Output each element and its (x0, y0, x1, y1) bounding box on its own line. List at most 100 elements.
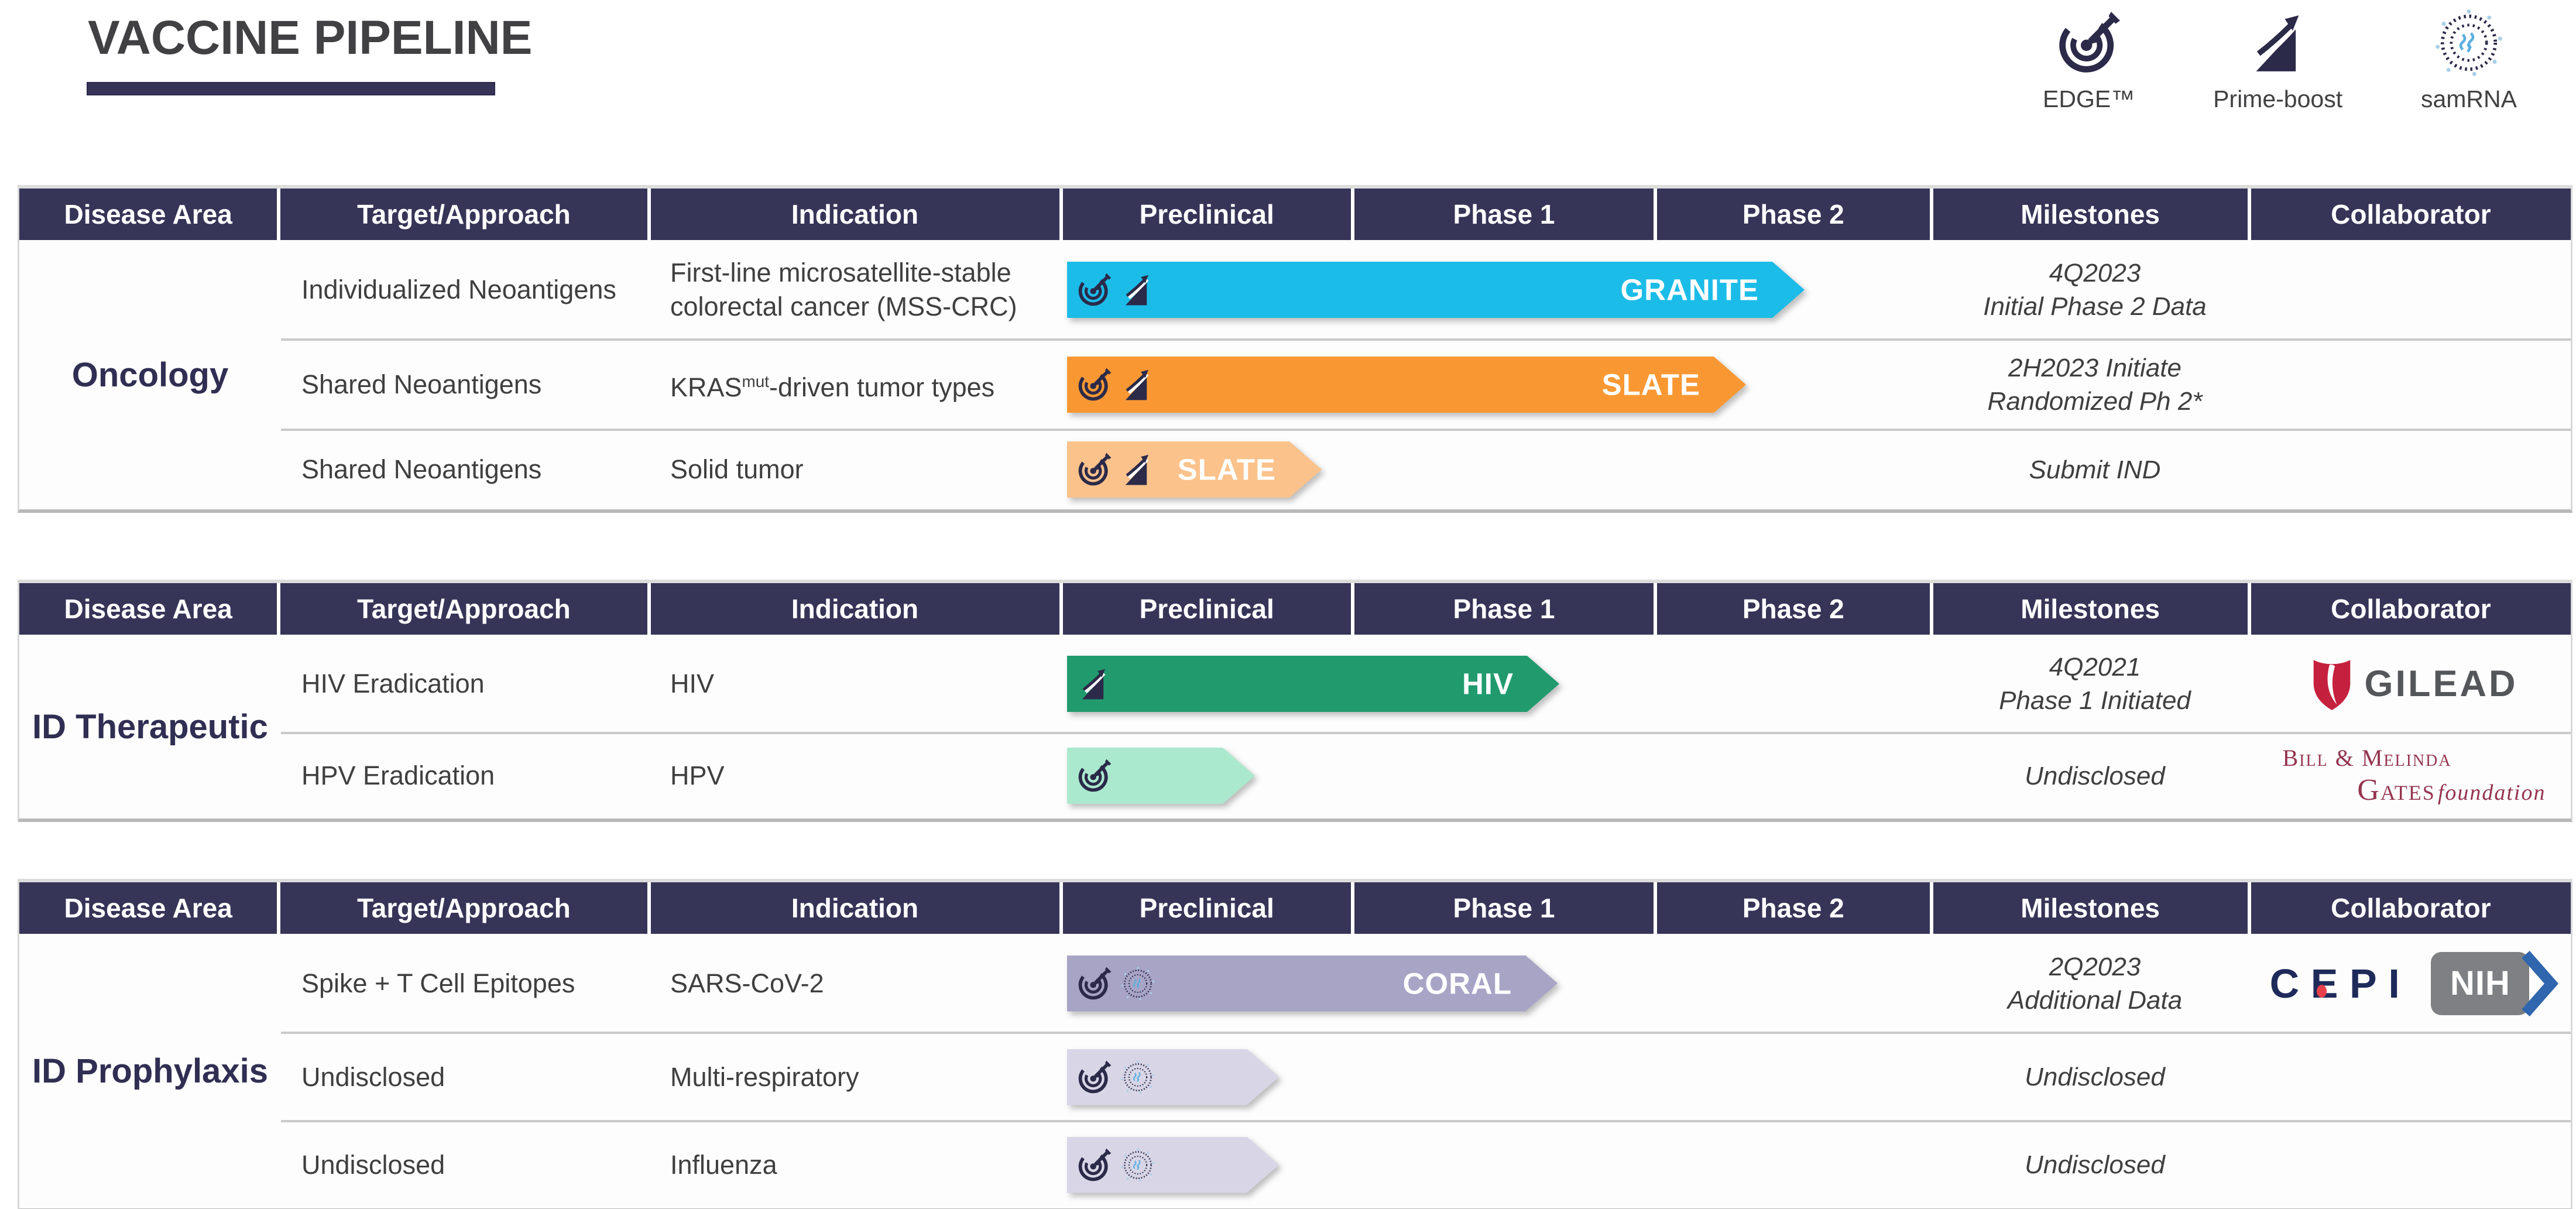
table-row: Undisclosed Influenza Undisclosed (19, 1120, 2571, 1208)
prime-boost-icon (2248, 10, 2309, 76)
prime-boost-icon (1121, 367, 1154, 403)
table-row: HPV Eradication HPV Undisclosed Bill & M… (19, 732, 2574, 818)
table-row: Spike + T Cell Epitopes SARS-CoV-2 CORAL… (19, 934, 2571, 1033)
column-header-phase-1: Phase 1 (1354, 583, 1658, 635)
target-cell: HPV Eradication (301, 761, 495, 790)
target-cell: Undisclosed (301, 1149, 445, 1180)
column-header-milestones: Milestones (1933, 882, 2251, 934)
gilead-logo: GILEAD (2310, 656, 2517, 712)
samrna-icon (1121, 967, 1155, 1001)
collaborator-cell: Bill & Melinda Gates foundation (2254, 733, 2574, 818)
pipeline-bar-slate-preclinical: SLATE (1067, 441, 1322, 498)
edge-icon (1078, 1148, 1112, 1182)
gates-foundation-logo: Bill & Melinda Gates foundation (2282, 745, 2546, 807)
column-header-milestones: Milestones (1933, 583, 2251, 635)
legend-label: samRNA (2420, 85, 2517, 112)
program-label: SLATE (1177, 453, 1276, 487)
target-cell: Shared Neoantigens (301, 454, 542, 484)
indication-cell: HPV (670, 761, 725, 790)
column-header-phase-2: Phase 2 (1657, 882, 1933, 934)
samrna-icon (1121, 1060, 1155, 1094)
indication-cell: First-line microsatellite-stable colorec… (670, 258, 1017, 321)
pipeline-bar-granite: GRANITE (1067, 262, 1805, 318)
column-header-collaborator: Collaborator (2251, 189, 2571, 240)
pipeline-bar-hiv: HIV (1067, 656, 1559, 712)
column-header-disease-area: Disease Area (19, 189, 281, 240)
pipeline-bar-hpv (1067, 748, 1255, 804)
column-header-preclinical: Preclinical (1062, 583, 1354, 635)
prime-boost-icon (1078, 666, 1110, 702)
column-header-target-approach: Target/Approach (280, 583, 651, 635)
pipeline-bar-slate: SLATE (1067, 357, 1746, 413)
target-cell: Shared Neoantigens (301, 369, 542, 399)
target-cell: Spike + T Cell Epitopes (301, 968, 575, 998)
pipeline-bar-preclinical (1067, 1137, 1279, 1193)
table-header: Disease Area Target/Approach Indication … (19, 583, 2571, 635)
column-header-target-approach: Target/Approach (280, 189, 651, 240)
column-header-preclinical: Preclinical (1062, 882, 1354, 934)
indication-cell: Multi-respiratory (670, 1061, 859, 1092)
platform-legend: EDGE™ Prime-boost samRNA (2043, 8, 2517, 113)
prime-boost-icon (1121, 451, 1154, 488)
column-header-disease-area: Disease Area (19, 882, 281, 934)
edge-icon (2057, 11, 2121, 74)
column-header-phase-1: Phase 1 (1354, 189, 1658, 240)
gilead-shield-icon (2310, 656, 2354, 712)
indication-cell: HIV (670, 669, 715, 698)
table-header: Disease Area Target/Approach Indication … (19, 882, 2571, 934)
column-header-phase-1: Phase 1 (1354, 882, 1658, 934)
samrna-icon (2435, 9, 2503, 77)
legend-item-samrna: samRNA (2421, 8, 2517, 113)
column-header-milestones: Milestones (1933, 189, 2251, 240)
id-prophylaxis-table: Disease Area Target/Approach Indication … (18, 879, 2572, 1209)
samrna-icon (1121, 1148, 1155, 1182)
program-label: GRANITE (1620, 273, 1759, 307)
target-cell: Undisclosed (301, 1061, 445, 1092)
indication-cell: Influenza (670, 1149, 777, 1180)
program-label: HIV (1462, 667, 1514, 701)
nih-chevron-icon (2521, 951, 2558, 1016)
column-header-phase-2: Phase 2 (1657, 583, 1933, 635)
target-cell: HIV Eradication (301, 669, 485, 698)
pipeline-bar-preclinical (1067, 1049, 1279, 1105)
column-header-preclinical: Preclinical (1062, 189, 1354, 240)
disease-area-label: ID Prophylaxis (32, 1052, 268, 1090)
column-header-indication: Indication (650, 583, 1063, 635)
column-header-indication: Indication (650, 882, 1063, 934)
cepi-logo: CEPI (2269, 960, 2412, 1006)
column-header-target-approach: Target/Approach (280, 882, 651, 934)
edge-icon (1078, 453, 1112, 487)
column-header-indication: Indication (650, 189, 1063, 240)
title-underline (87, 82, 495, 95)
program-label: SLATE (1601, 368, 1700, 402)
milestone-cell: Undisclosed (2025, 1063, 2165, 1091)
table-row: Shared Neoantigens KRASmut-driven tumor … (19, 338, 2571, 430)
edge-icon (1078, 1060, 1112, 1094)
table-header: Disease Area Target/Approach Indication … (19, 189, 2571, 240)
legend-label: EDGE™ (2043, 85, 2135, 112)
indication-cell: SARS-CoV-2 (670, 968, 824, 998)
table-row: Shared Neoantigens Solid tumor SLATE Sub… (19, 429, 2571, 509)
disease-area-label: ID Therapeutic (32, 707, 268, 746)
prime-boost-icon (1121, 272, 1154, 308)
nih-logo: NIH (2431, 951, 2558, 1016)
indication-cell: KRASmut-driven tumor types (670, 372, 995, 402)
target-cell: Individualized Neoantigens (301, 275, 616, 304)
edge-icon (1078, 368, 1112, 402)
edge-icon (1078, 273, 1112, 307)
legend-label: Prime-boost (2213, 85, 2343, 112)
milestone-cell: Submit IND (2029, 455, 2161, 484)
milestone-cell: Undisclosed (2025, 761, 2165, 790)
column-header-collaborator: Collaborator (2251, 882, 2571, 934)
pipeline-bar-coral: CORAL (1067, 955, 1558, 1012)
edge-icon (1078, 759, 1112, 793)
legend-item-prime-boost: Prime-boost (2213, 8, 2342, 113)
collaborator-cell: GILEAD (2254, 635, 2574, 733)
indication-cell: Solid tumor (670, 454, 804, 484)
disease-area-label: Oncology (71, 355, 229, 394)
